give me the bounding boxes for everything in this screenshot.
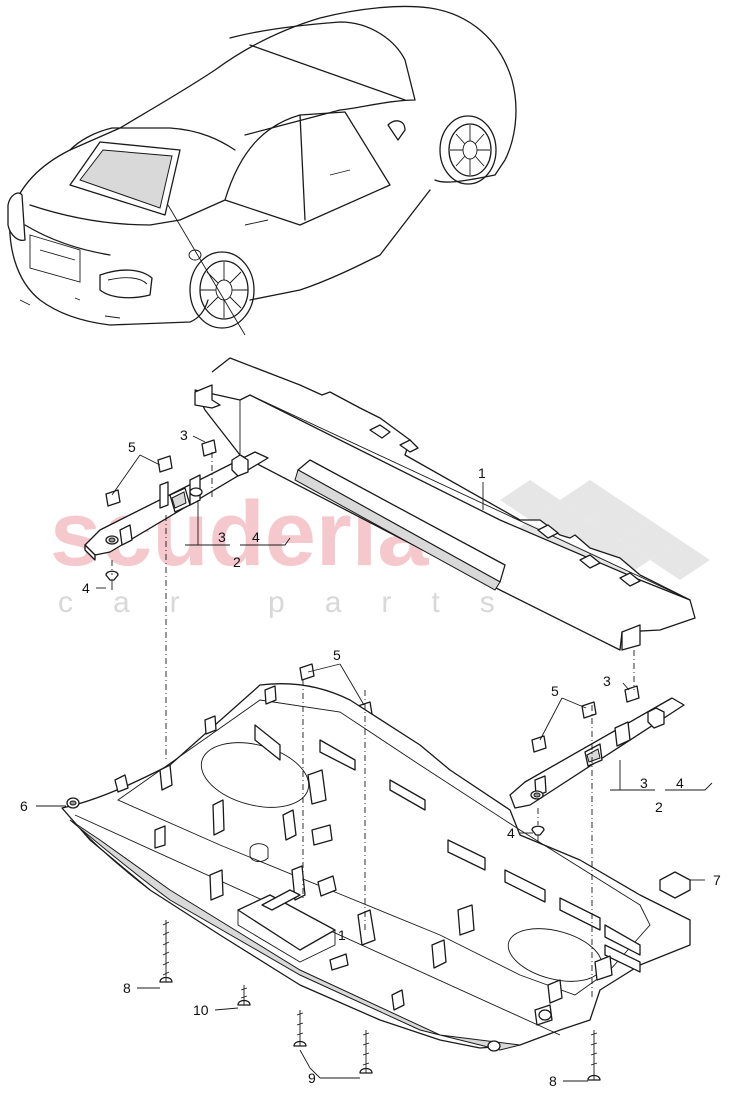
callout-1: 1 [478, 465, 486, 481]
leader-lines [36, 435, 713, 1082]
callout-7: 7 [713, 872, 721, 888]
callout-4-right-screw: 4 [507, 825, 515, 841]
callout-3-top-left: 3 [180, 427, 188, 443]
callout-1-small: 1 [338, 927, 346, 943]
callout-6: 6 [20, 798, 28, 814]
part-6-lower-tray [61, 683, 691, 1052]
callout-4-right-group: 4 [676, 775, 684, 791]
callout-4-left-group: 4 [252, 529, 260, 545]
part-2-right-bracket-rail [509, 697, 685, 809]
callout-2-right: 2 [655, 799, 663, 815]
callout-labels: 1 2 3 3 4 4 5 3 5 5 3 3 4 2 4 6 7 8 10 9… [20, 427, 721, 1089]
part-2-left-bracket-rail [84, 451, 269, 561]
screws [159, 920, 601, 1081]
assembly-lines [111, 452, 635, 1000]
clips-left-bracket [105, 439, 217, 590]
callout-9: 9 [308, 1070, 316, 1086]
callout-8-left: 8 [123, 980, 131, 996]
callout-5-right: 5 [551, 683, 559, 699]
callout-3-top-right: 3 [603, 673, 611, 689]
watermark-tagline: car parts [58, 586, 535, 619]
part-1-parcel-shelf-panel [194, 357, 696, 651]
rear-wheel [189, 251, 255, 329]
callout-4-left-screw: 4 [82, 580, 90, 596]
callout-8-right: 8 [549, 1073, 557, 1089]
front-wheel [439, 115, 497, 185]
car-illustration [7, 5, 517, 336]
callout-2-left: 2 [233, 554, 241, 570]
callout-5-middle: 5 [333, 647, 341, 663]
callout-3-right-group: 3 [640, 775, 648, 791]
callout-10: 10 [193, 1002, 209, 1018]
callout-3-left-group: 3 [218, 529, 226, 545]
clips-right-bracket [299, 663, 640, 845]
callout-5-left: 5 [128, 439, 136, 455]
